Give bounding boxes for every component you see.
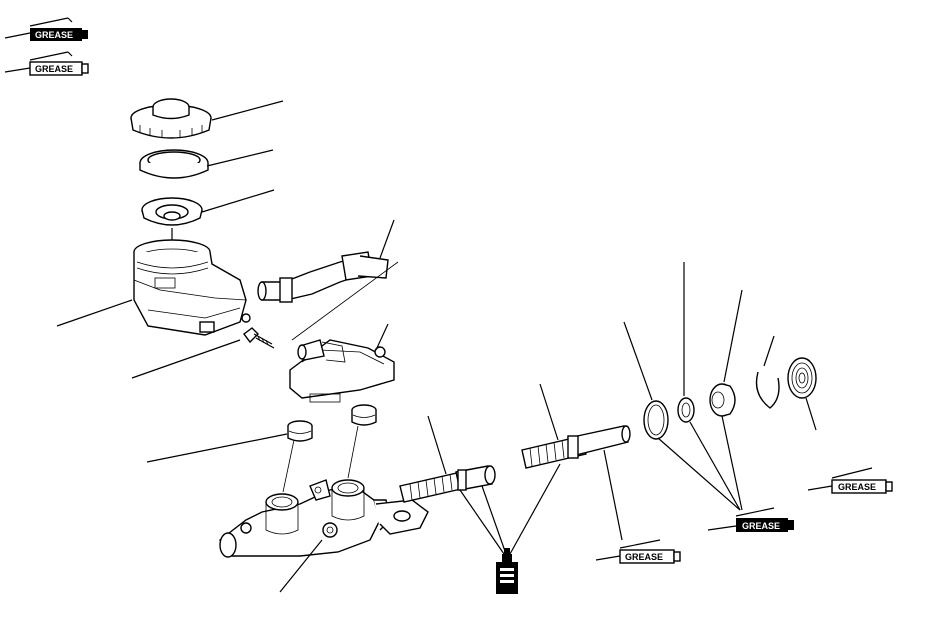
grease-gun-outline-icon [4,51,89,76]
grease-gun-outline-icon [595,539,681,564]
grease-callout-rings: GREASE [707,507,794,532]
grease-gun-dark-icon [4,17,88,41]
leader-boot [805,397,817,431]
reservoir-base [289,339,395,403]
leader-grommet [146,433,288,463]
o-ring [677,397,695,423]
leader-circlip [763,335,775,367]
grease-callout-boot-label: GREASE [838,482,876,492]
grease-callout-plunger: GREASE [595,539,681,564]
leader-bolt [131,339,241,379]
boot [787,357,817,399]
leader-reservoir [56,299,133,327]
hose-connection-line [291,261,399,341]
leader-primary-piston [539,383,559,441]
mounting-bolt [243,327,275,349]
grease-gun-outline-icon [807,467,893,494]
reservoir [133,239,251,336]
secondary-piston [399,465,496,503]
grease-callout-boot: GREASE [807,467,893,494]
leader-hose [379,219,395,259]
leader-strainer [201,189,275,213]
reservoir-hose [257,251,389,303]
legend-grease-dark-label: GREASE [35,30,73,40]
seal-grommet-left [287,420,313,442]
leader-grease-plunger [603,449,623,541]
legend-grease-dark: GREASE [4,17,88,41]
mounting-flange [375,499,429,535]
circlip [755,371,780,409]
leader-base [375,323,389,351]
master-cylinder-body [219,479,391,558]
strainer-ring [139,149,209,179]
leader-snap-ring [623,321,653,401]
leader-secondary-piston [427,415,447,475]
primary-piston [521,425,631,469]
leader-stopper [723,289,743,383]
grease-gun-dark-icon [707,507,794,532]
snap-ring [643,400,669,440]
reservoir-cap [130,98,212,139]
legend-grease-outline: GREASE [4,51,89,76]
spray-can-icon [496,548,518,594]
seal-grommet-right [351,404,377,426]
leader-strainer-ring [206,149,274,167]
strainer [141,197,203,240]
leader-cap [211,100,284,121]
piston-stopper [709,383,736,417]
grease-callout-rings-label: GREASE [742,521,780,531]
grease-callout-plunger-label: GREASE [625,552,663,562]
legend-grease-outline-label: GREASE [35,64,73,74]
leader-body [279,539,323,593]
